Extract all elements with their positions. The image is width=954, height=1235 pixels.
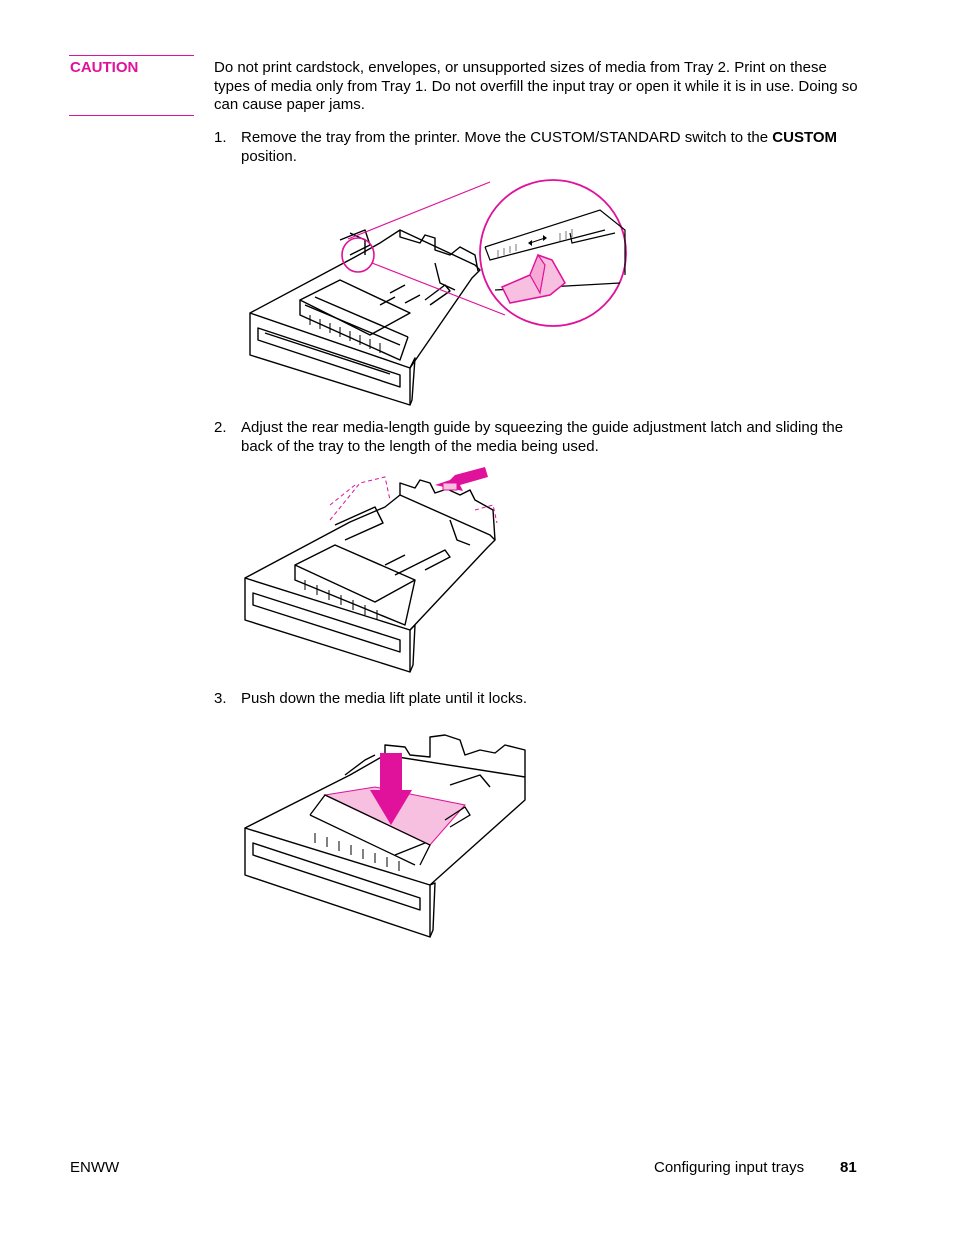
step-text-part: Remove the tray from the printer. Move t… bbox=[241, 129, 773, 146]
step-text: Remove the tray from the printer. Move t… bbox=[241, 129, 861, 166]
page-number: 81 bbox=[840, 1159, 857, 1176]
step-number: 1. bbox=[214, 129, 227, 146]
step-text-bold: CUSTOM bbox=[772, 129, 838, 146]
step-text: Adjust the rear media-length guide by sq… bbox=[241, 419, 844, 455]
caution-label: CAUTION bbox=[70, 59, 139, 76]
lift-plate-figure bbox=[244, 734, 526, 938]
footer-section-title: Configuring input trays bbox=[654, 1159, 805, 1176]
caution-top-rule bbox=[69, 55, 194, 56]
footer-left: ENWW bbox=[70, 1159, 120, 1176]
tray-switch-figure bbox=[249, 179, 627, 406]
step-number: 2. bbox=[214, 419, 227, 436]
caution-bottom-rule bbox=[69, 115, 194, 116]
step-text-part: position. bbox=[241, 147, 297, 165]
step-text: Push down the media lift plate until it … bbox=[241, 690, 527, 707]
step-number: 3. bbox=[214, 690, 227, 707]
caution-text: Do not print cardstock, envelopes, or un… bbox=[214, 59, 858, 113]
tray-length-guide-figure bbox=[244, 467, 498, 673]
